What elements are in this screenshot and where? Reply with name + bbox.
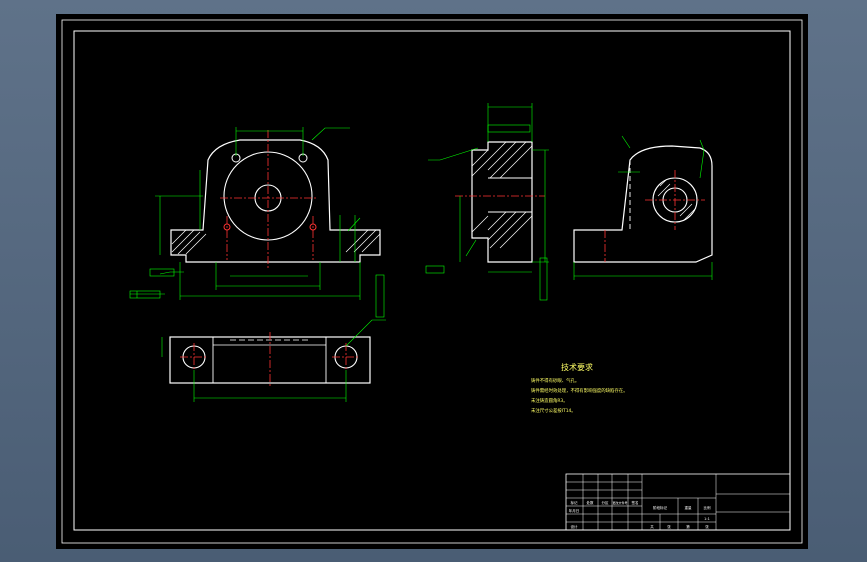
top-view[interactable] (161, 319, 386, 402)
svg-text:年月日: 年月日 (569, 508, 580, 513)
tech-req-title: 技术要求 (561, 362, 593, 372)
tb-design-label: 设计 (571, 524, 579, 529)
inner-frame (73, 30, 791, 531)
svg-text:张: 张 (705, 524, 709, 529)
side-hatch (657, 179, 697, 221)
section-hatch (471, 141, 533, 249)
side-centerlines (604, 170, 705, 262)
tb-stage-label: 阶段标记 (653, 505, 667, 510)
tech-req-line-1: 铸件不得有砂眼、气孔。 (531, 377, 579, 384)
tb-scale-label: 比例 (704, 505, 712, 510)
side-body-outline (573, 145, 713, 263)
tb-scale-value: 1:1 (704, 517, 710, 521)
svg-text:张: 张 (667, 524, 671, 529)
tech-req-line-3: 未注铸造圆角R3。 (531, 397, 568, 404)
front-gdt-frames (129, 268, 385, 318)
tech-req-line-4: 未注尺寸公差按IT14。 (531, 407, 576, 414)
section-dimensions (428, 103, 549, 273)
side-dimensions (573, 135, 713, 280)
svg-text:更改文件号: 更改文件号 (612, 500, 627, 505)
title-block: 标记 处数 分区 更改文件号 签名 年月日 设计 阶段标记 重量 比例 1:1 … (565, 473, 791, 531)
section-view[interactable] (425, 103, 549, 301)
section-gdt-frames (425, 124, 548, 301)
svg-text:分区: 分区 (602, 500, 610, 505)
front-section-hatch (171, 229, 381, 255)
svg-text:共: 共 (650, 524, 654, 529)
tb-weight-label: 重量 (685, 505, 693, 510)
tech-requirements: 技术要求 铸件不得有砂眼、气孔。 铸件需经时效处理，不得有影响强度的缺陷存在。 … (531, 362, 628, 414)
svg-text:签名: 签名 (632, 500, 639, 505)
front-view[interactable] (129, 127, 385, 318)
tech-req-line-2: 铸件需经时效处理，不得有影响强度的缺陷存在。 (531, 387, 628, 394)
top-dimensions (161, 319, 386, 402)
front-body-outline (170, 139, 381, 263)
svg-text:标记: 标记 (571, 500, 579, 505)
side-view[interactable] (573, 135, 713, 280)
svg-text:处数: 处数 (587, 500, 595, 505)
front-centerlines (220, 130, 316, 268)
front-dimensions (130, 127, 361, 300)
paper-sheet (56, 14, 808, 549)
top-centerlines (180, 332, 360, 388)
svg-text:第: 第 (686, 524, 690, 529)
outer-border (61, 19, 803, 544)
